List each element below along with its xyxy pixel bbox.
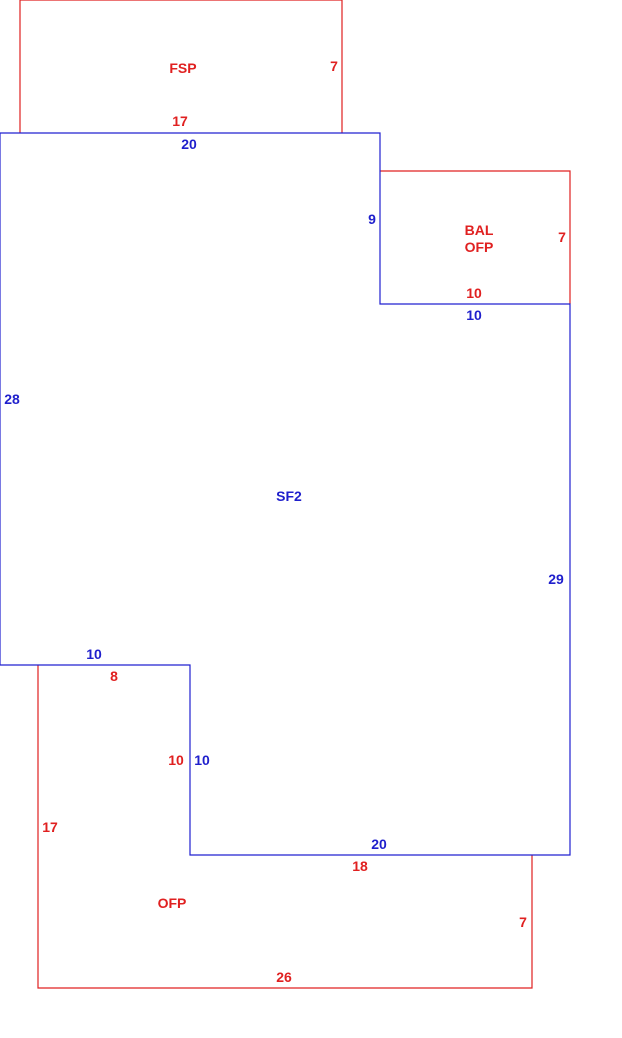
dim-main-left: 28 xyxy=(4,391,20,407)
area-label-main: SF2 xyxy=(276,488,302,504)
bal-outline xyxy=(380,170,571,304)
fsp-outline xyxy=(19,0,343,133)
dim-main-top: 20 xyxy=(181,136,197,152)
dim-main-right: 29 xyxy=(548,571,564,587)
dim-bal-bottom: 10 xyxy=(466,285,482,301)
dim-bal-right: 7 xyxy=(558,229,566,245)
area-label-bal-line1: BAL xyxy=(465,222,494,238)
area-label-bal-line2: OFP xyxy=(465,239,494,255)
dim-ofp-right: 7 xyxy=(519,914,527,930)
area-label-ofp: OFP xyxy=(158,895,187,911)
dim-main-step-top: 10 xyxy=(86,646,102,662)
dim-ofp-bottom: 26 xyxy=(276,969,292,985)
dim-fsp-right: 7 xyxy=(330,58,338,74)
dim-ofp-inner-bottom: 18 xyxy=(352,858,368,874)
dim-main-bottom: 20 xyxy=(371,836,387,852)
dim-main-step-right: 10 xyxy=(194,752,210,768)
dim-ofp-inner: 10 xyxy=(168,752,184,768)
area-label-fsp: FSP xyxy=(169,60,196,76)
ofp-outline xyxy=(37,665,533,989)
main-outline xyxy=(0,132,571,856)
dim-main-notch-left: 9 xyxy=(368,211,376,227)
dim-main-notch-bottom: 10 xyxy=(466,307,482,323)
dim-fsp-bottom: 17 xyxy=(172,113,188,129)
dim-ofp-top: 8 xyxy=(110,668,118,684)
dim-ofp-left: 17 xyxy=(42,819,58,835)
